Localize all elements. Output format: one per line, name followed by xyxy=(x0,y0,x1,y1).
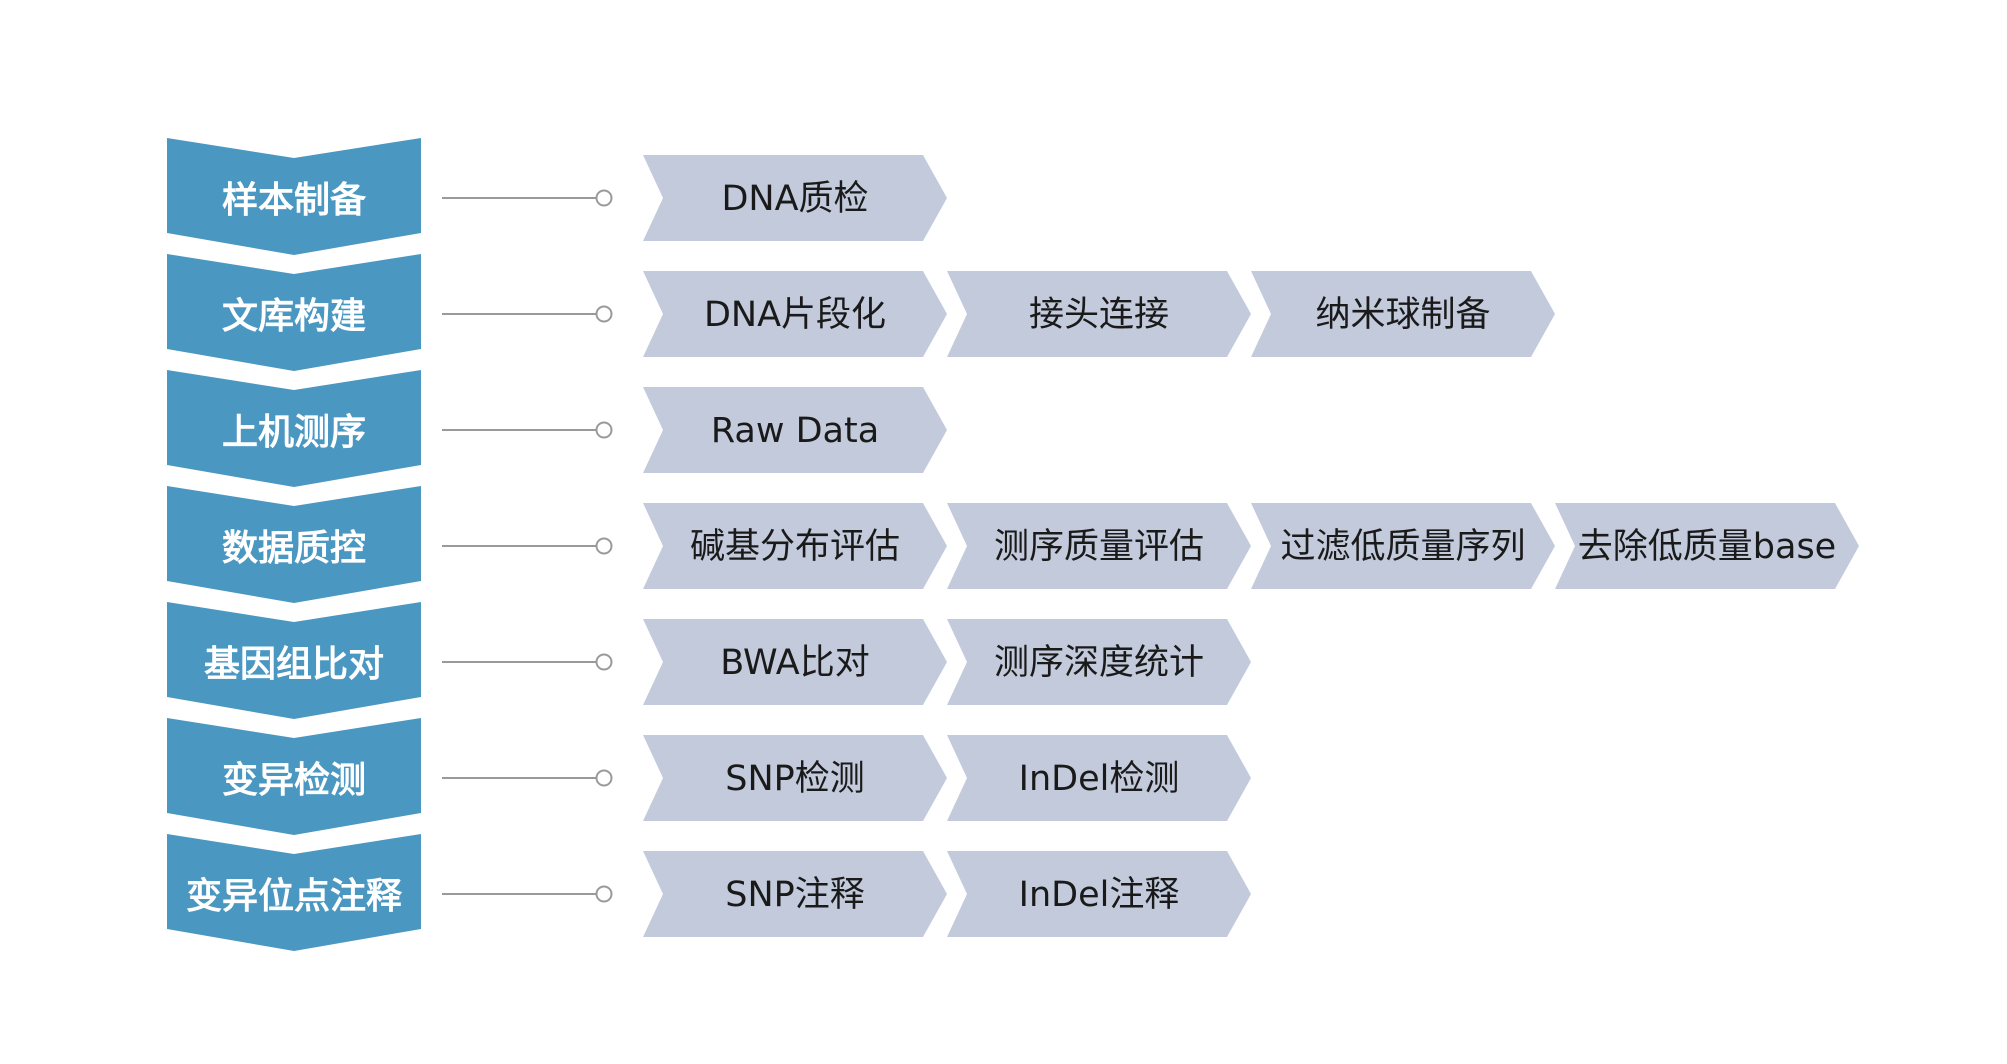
stage-chevron xyxy=(167,718,421,835)
workflow-row: 变异检测 SNP检测 InDel检测 xyxy=(167,718,1251,835)
step-chevron xyxy=(643,271,947,357)
stage-chevron xyxy=(167,602,421,719)
step-label: 测序质量评估 xyxy=(994,527,1204,567)
workflow-row: 上机测序 Raw Data xyxy=(167,370,947,487)
step-label: 去除低质量base xyxy=(1578,527,1836,567)
stage-label: 变异位点注释 xyxy=(186,875,403,917)
step-chevron xyxy=(947,503,1251,589)
step-label: InDel检测 xyxy=(1019,759,1180,799)
step-label: 碱基分布评估 xyxy=(690,527,900,567)
step-chevron xyxy=(643,851,947,937)
stage-label: 上机测序 xyxy=(222,412,366,453)
step-label: 测序深度统计 xyxy=(994,643,1204,683)
stage-label: 样本制备 xyxy=(222,180,367,221)
step-chevron xyxy=(1251,503,1555,589)
workflow-row: 文库构建 DNA片段化 接头连接 纳米球制备 xyxy=(167,254,1555,371)
step-chevron xyxy=(643,503,947,589)
connector-end-circle xyxy=(595,421,613,439)
connector-end-circle xyxy=(595,769,613,787)
step-chevron xyxy=(947,735,1251,821)
step-chevron xyxy=(643,619,947,705)
step-chevron xyxy=(643,155,947,241)
step-label: DNA质检 xyxy=(721,179,868,219)
step-label: DNA片段化 xyxy=(704,295,886,335)
step-chevron xyxy=(947,271,1251,357)
stage-chevron xyxy=(167,254,421,371)
connector-end-circle xyxy=(595,189,613,207)
stage-chevron xyxy=(167,370,421,487)
step-label: BWA比对 xyxy=(720,643,869,683)
step-chevron xyxy=(947,851,1251,937)
workflow-row: 变异位点注释 SNP注释 InDel注释 xyxy=(167,834,1251,951)
connector-end-circle xyxy=(595,537,613,555)
step-label: Raw Data xyxy=(711,411,879,451)
step-label: SNP检测 xyxy=(725,759,865,799)
stage-chevron xyxy=(167,834,421,951)
step-label: SNP注释 xyxy=(725,875,865,915)
step-chevron xyxy=(1555,503,1859,589)
stage-label: 文库构建 xyxy=(222,296,366,337)
stage-chevron xyxy=(167,486,421,603)
connector-end-circle xyxy=(595,653,613,671)
step-chevron xyxy=(1251,271,1555,357)
step-chevron xyxy=(643,387,947,473)
connector-end-circle xyxy=(595,305,613,323)
step-label: 纳米球制备 xyxy=(1315,295,1490,335)
stage-label: 数据质控 xyxy=(222,528,366,569)
stage-label: 变异检测 xyxy=(222,759,366,801)
step-label: 接头连接 xyxy=(1029,295,1169,335)
step-label: 过滤低质量序列 xyxy=(1280,527,1525,567)
workflow-row: 数据质控 碱基分布评估 测序质量评估 过滤低质量序列 去除低质量base xyxy=(167,486,1859,603)
workflow-row: 基因组比对 BWA比对 测序深度统计 xyxy=(167,602,1251,719)
stage-chevron xyxy=(167,138,421,255)
stage-label: 基因组比对 xyxy=(204,644,384,685)
step-chevron xyxy=(643,735,947,821)
connector-end-circle xyxy=(595,885,613,903)
step-label: InDel注释 xyxy=(1019,875,1180,915)
workflow-row: 样本制备 DNA质检 xyxy=(167,138,947,255)
step-chevron xyxy=(947,619,1251,705)
